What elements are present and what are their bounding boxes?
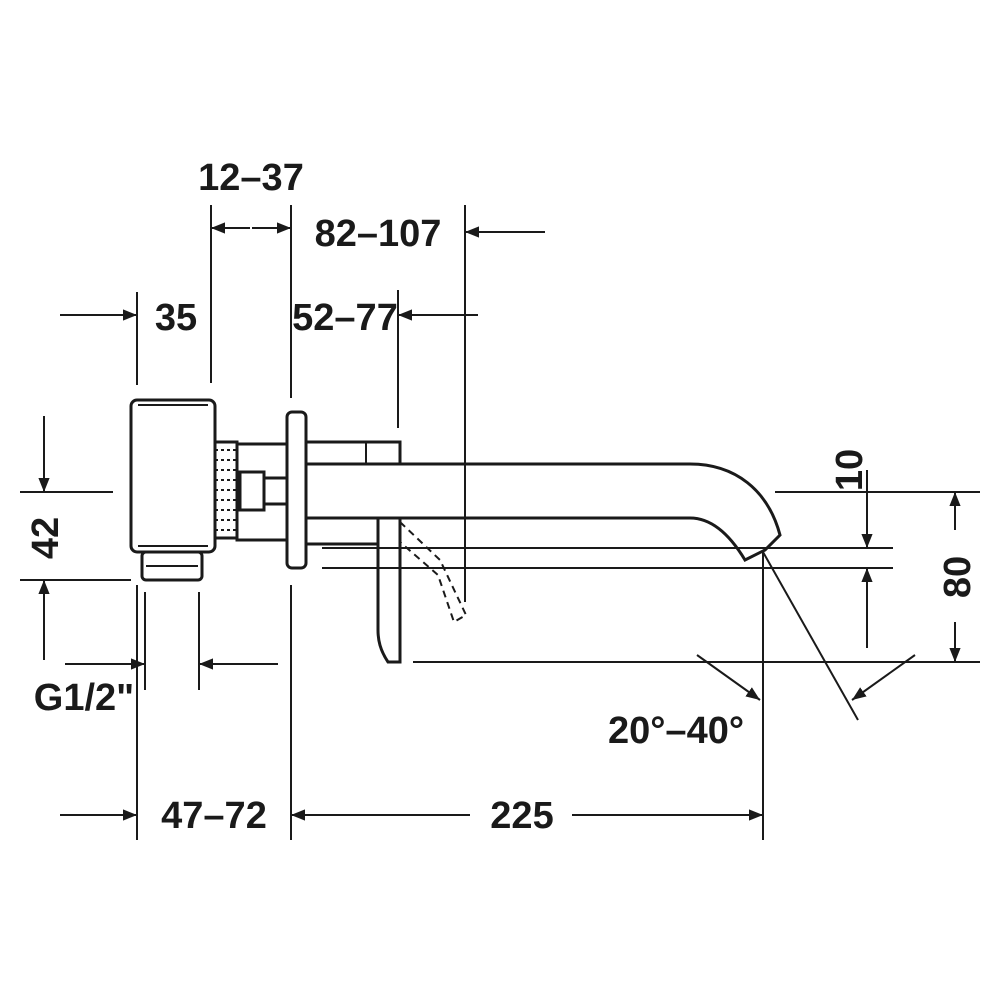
dimension-arrows bbox=[38, 222, 961, 821]
rosette-plate bbox=[285, 410, 308, 570]
extension-lines bbox=[20, 205, 980, 840]
valve-body bbox=[129, 398, 217, 554]
dim-angle-20-40: 20°–40° bbox=[608, 710, 744, 752]
dim-12-37: 12–37 bbox=[198, 157, 304, 199]
dim-10: 10 bbox=[829, 449, 871, 491]
dim-82-107: 82–107 bbox=[315, 213, 442, 255]
dim-g1-2: G1/2" bbox=[34, 677, 134, 719]
lever-swing-dashed bbox=[399, 521, 468, 624]
faucet-outline bbox=[129, 398, 782, 664]
dim-47-72: 47–72 bbox=[161, 795, 267, 837]
spout bbox=[304, 462, 782, 562]
dim-42: 42 bbox=[25, 517, 67, 559]
dim-225: 225 bbox=[490, 795, 553, 837]
dim-35: 35 bbox=[155, 297, 197, 339]
lever-handle bbox=[376, 516, 402, 664]
dim-80: 80 bbox=[937, 556, 979, 598]
dimension-labels: 12–37 82–107 35 52–77 42 10 80 G1/2" 20°… bbox=[25, 157, 979, 837]
dim-52-77: 52–77 bbox=[292, 297, 398, 339]
